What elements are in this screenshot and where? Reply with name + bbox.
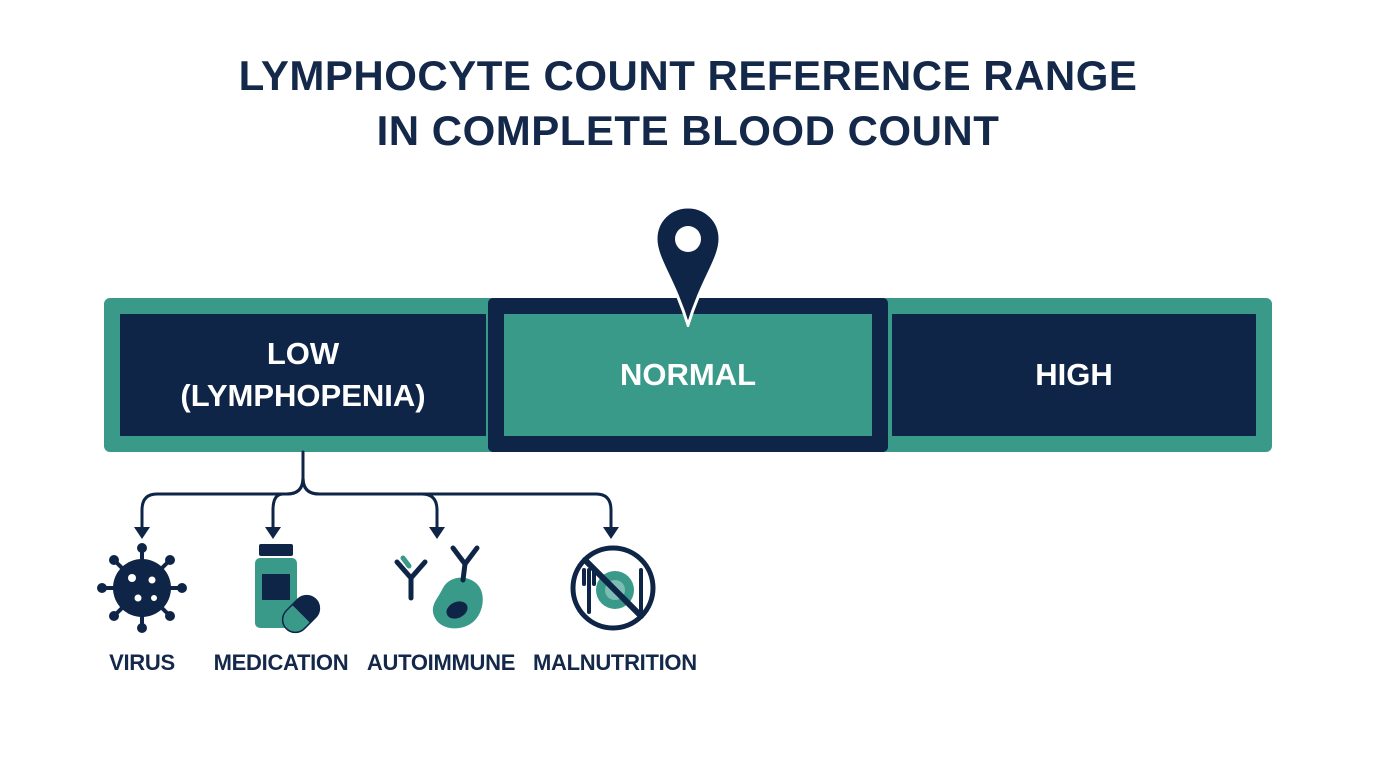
cause-medication: MEDICATION xyxy=(201,540,361,676)
title-line-2: IN COMPLETE BLOOD COUNT xyxy=(376,107,1000,154)
normal-label: NORMAL xyxy=(619,357,757,392)
cause-malnutrition: MALNUTRITION xyxy=(533,540,697,676)
autoimmune-icon xyxy=(394,545,483,629)
location-pin-icon xyxy=(654,205,722,327)
medication-icon xyxy=(255,544,321,634)
cause-label-malnutrition: MALNUTRITION xyxy=(533,650,697,675)
virus-icon xyxy=(97,543,187,633)
range-segment-high: HIGH xyxy=(892,314,1256,436)
cause-label-autoimmune: AUTOIMMUNE xyxy=(366,650,516,675)
low-label: LOW xyxy=(266,336,340,371)
cause-label-virus: VIRUS xyxy=(109,650,175,675)
cause-label-medication: MEDICATION xyxy=(213,650,349,675)
high-label: HIGH xyxy=(1035,357,1113,392)
cause-virus: VIRUS xyxy=(62,540,222,676)
range-segment-low: LOW (LYMPHOPENIA) xyxy=(120,314,486,436)
range-segment-normal: NORMAL xyxy=(504,314,872,436)
title-line-1: LYMPHOCYTE COUNT REFERENCE RANGE xyxy=(238,52,1138,99)
cause-autoimmune: AUTOIMMUNE xyxy=(361,540,521,676)
no-food-icon xyxy=(570,545,656,631)
page-title: LYMPHOCYTE COUNT REFERENCE RANGE IN COMP… xyxy=(0,48,1376,158)
lymphopenia-label: (LYMPHOPENIA) xyxy=(180,378,426,413)
